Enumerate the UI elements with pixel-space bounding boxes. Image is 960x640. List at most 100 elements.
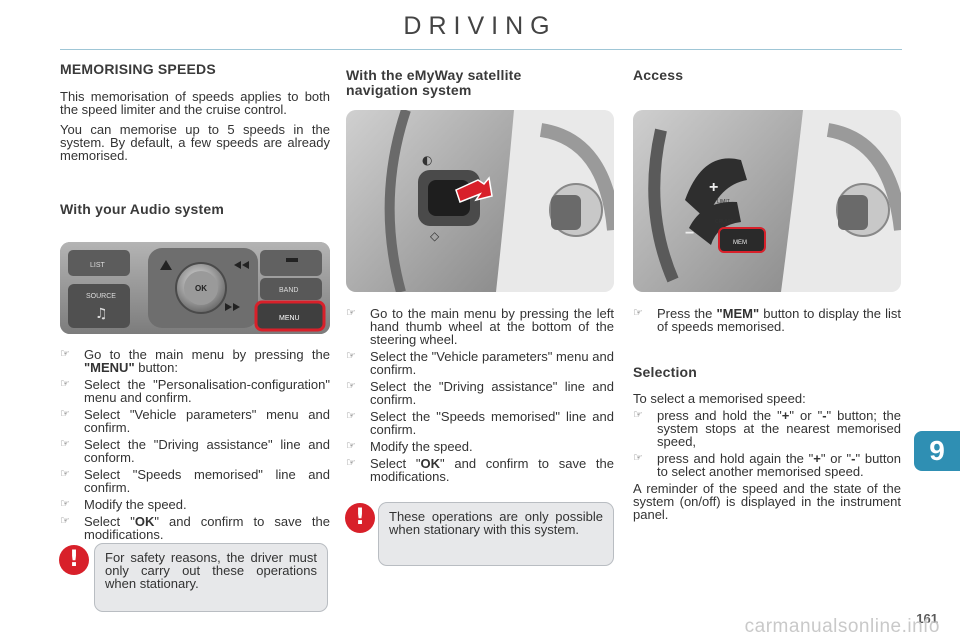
- selection-heading: Selection: [633, 364, 698, 380]
- step-text: " and confirm to save the modifications.: [370, 456, 615, 484]
- step-text: Modify the speed.: [370, 439, 473, 454]
- wheel-cruise-label: CRUISE: [715, 219, 735, 225]
- warning-icon: !: [59, 545, 89, 575]
- wheel-plus-label: +: [709, 179, 718, 196]
- wheel-minus-label: −: [685, 225, 694, 242]
- step-item: ☞Go to the main menu by pressing the "ME…: [60, 348, 330, 374]
- pointing-hand-icon: ☞: [346, 380, 356, 392]
- brightness-icon: ◐: [422, 153, 432, 167]
- emyway-steps-list: ☞ Go to the main menu by pressing the lef…: [346, 307, 614, 487]
- step-text: Select the "Vehicle parameters" menu and…: [370, 349, 614, 377]
- audio-system-photo: LIST SOURCE ♫ OK BAND MENU: [60, 242, 330, 334]
- step-item: ☞ press and hold the "+" or "-" button; t…: [633, 409, 901, 448]
- step-emphasis: "MEM": [716, 306, 760, 321]
- step-item: ☞Modify the speed.: [60, 498, 330, 511]
- step-text: Select the "Speeds memorised" line and c…: [370, 409, 614, 437]
- pointing-hand-icon: ☞: [633, 409, 643, 421]
- warning-text-stationary: These operations are only possible when …: [389, 509, 603, 537]
- step-text: Select the "Driving assistance" line and…: [84, 437, 330, 465]
- step-item: ☞ Go to the main menu by pressing the lef…: [346, 307, 614, 346]
- thumbwheel-illustration: ◐ ◇: [346, 110, 614, 292]
- memorising-heading: MEMORISING SPEEDS: [60, 61, 216, 77]
- step-text: " button to select another memorised spe…: [657, 451, 901, 479]
- step-item: ☞ Select "OK" and confirm to save the mod…: [60, 515, 330, 541]
- warning-text-safety: For safety reasons, the driver must only…: [105, 550, 317, 591]
- warning-icon: !: [345, 503, 375, 533]
- audio-panel-illustration: LIST SOURCE ♫ OK BAND MENU: [60, 242, 330, 334]
- pointing-hand-icon: ☞: [60, 515, 70, 527]
- step-text: button:: [134, 360, 178, 375]
- steering-thumbwheel-photo: ◐ ◇: [346, 110, 614, 292]
- step-item: ☞ press and hold again the "+" or "-" but…: [633, 452, 901, 478]
- step-text: button to display the list of speeds mem…: [657, 306, 901, 334]
- warning-box-safety: For safety reasons, the driver must only…: [94, 543, 328, 612]
- music-note-icon: ♫: [95, 306, 108, 322]
- step-emphasis: +: [781, 408, 790, 423]
- audio-heading: With your Audio system: [60, 201, 224, 217]
- selection-block: Selection To select a memorised speed: ☞…: [633, 364, 901, 522]
- column-emyway: With the eMyWay satellite navigation sys…: [346, 68, 616, 98]
- chapter-tab: 9: [914, 431, 960, 471]
- step-text: press and hold again the ": [657, 451, 814, 466]
- step-text: press and hold the ": [657, 408, 782, 423]
- step-emphasis: -: [822, 408, 827, 423]
- step-text: Select the "Driving assistance" line and…: [370, 379, 614, 407]
- pointing-hand-icon: ☞: [633, 307, 643, 319]
- access-steps-list: ☞ Press the "MEM" button to display the l…: [633, 307, 901, 337]
- warning-box-stationary: These operations are only possible when …: [378, 502, 614, 566]
- pointing-hand-icon: ☞: [346, 410, 356, 422]
- step-emphasis: "MENU": [84, 360, 135, 375]
- step-emphasis: +: [813, 451, 821, 466]
- audio-ok-label: OK: [195, 284, 207, 293]
- pointing-hand-icon: ☞: [60, 348, 70, 360]
- step-text: " or ": [789, 408, 823, 423]
- selection-steps-list: ☞press and hold the "+" or "-" button; t…: [633, 409, 901, 478]
- pointing-hand-icon: ☞: [346, 440, 356, 452]
- step-text: Go to the main menu by pressing the left…: [370, 306, 614, 347]
- pointer-arrow-icon: [455, 176, 493, 203]
- step-emphasis: -: [851, 451, 856, 466]
- mem-button-illustration: + − LIMIT CRUISE MEM: [633, 110, 901, 292]
- step-item: ☞Select the "Vehicle parameters" menu an…: [346, 350, 614, 376]
- access-heading: Access: [633, 67, 684, 83]
- step-item: ☞ Select "Vehicle parameters" menu and co…: [60, 408, 330, 434]
- pointing-hand-icon: ☞: [60, 408, 70, 420]
- step-text: Select ": [370, 456, 421, 471]
- memorising-para-1: This memorisation of speeds applies to b…: [60, 89, 330, 117]
- step-item: ☞Select the "Driving assistance" line an…: [60, 438, 330, 464]
- step-item: ☞Select "OK" and confirm to save the mod…: [346, 457, 614, 483]
- step-item: ☞ Select the "Speeds memorised" line and …: [346, 410, 614, 436]
- page-title: DRIVING: [403, 12, 557, 40]
- audio-steps-list: ☞Go to the main menu by pressing the "ME…: [60, 348, 330, 545]
- selection-intro: To select a memorised speed:: [633, 391, 806, 406]
- step-text: " and confirm to save the modifications.: [84, 514, 331, 542]
- pointing-hand-icon: ☞: [346, 307, 356, 319]
- step-item: ☞ Select "Speeds memorised" line and conf…: [60, 468, 330, 494]
- step-text: Select the "Personalisation-configuratio…: [84, 377, 330, 405]
- step-text: Select "Speeds memorised" line and confi…: [84, 467, 330, 495]
- title-rule: [60, 49, 902, 50]
- column-memorising: MEMORISING SPEEDS This memorisation of s…: [60, 62, 330, 217]
- column-access: Access: [633, 68, 903, 83]
- step-text: Select ": [84, 514, 135, 529]
- pointing-hand-icon: ☞: [60, 378, 70, 390]
- emyway-heading: With the eMyWay satellite navigation sys…: [346, 67, 522, 98]
- voice-icon: ◇: [430, 229, 440, 243]
- step-item: ☞ Select the "Driving assistance" line an…: [346, 380, 614, 406]
- audio-menu-label: MENU: [279, 315, 300, 322]
- step-emphasis: OK: [420, 456, 441, 471]
- step-item: ☞ Press the "MEM" button to display the l…: [633, 307, 901, 333]
- step-text: " or ": [820, 451, 852, 466]
- step-emphasis: OK: [134, 514, 155, 529]
- step-text: Press the: [657, 306, 717, 321]
- steering-mem-photo: + − LIMIT CRUISE MEM: [633, 110, 901, 292]
- step-text: Modify the speed.: [84, 497, 187, 512]
- pointing-hand-icon: ☞: [633, 452, 643, 464]
- step-text: Select "Vehicle parameters" menu and con…: [84, 407, 330, 435]
- pointing-hand-icon: ☞: [60, 468, 70, 480]
- wheel-limit-label: LIMIT: [717, 199, 730, 205]
- wheel-mem-label: MEM: [733, 240, 747, 246]
- step-text: " button; the system stops at the neares…: [657, 408, 901, 449]
- step-item: ☞ Select the "Personalisation-configurati…: [60, 378, 330, 404]
- audio-source-label: SOURCE: [86, 293, 116, 300]
